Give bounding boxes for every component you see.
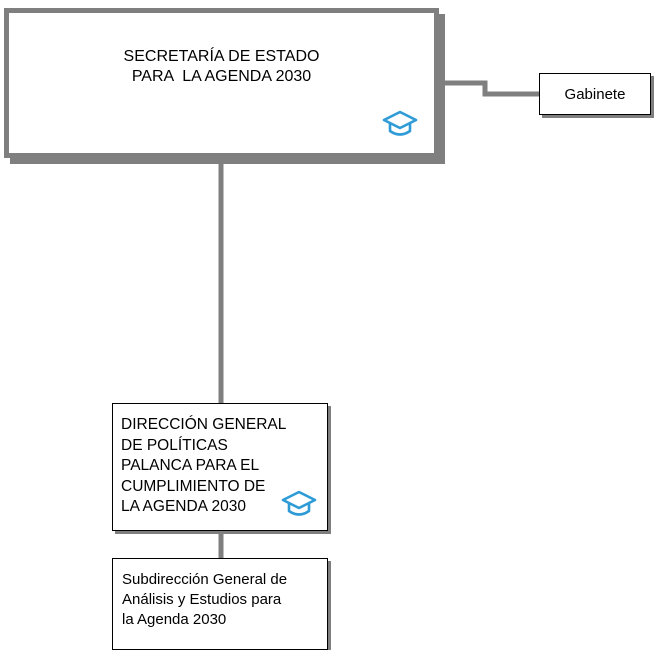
direccion-general-line5: LA AGENDA 2030 — [121, 498, 246, 515]
gabinete-label: Gabinete — [564, 86, 626, 103]
subdireccion-general-line1: Subdirección General de — [122, 571, 288, 588]
secretaria-box: SECRETARÍA DE ESTADO PARA LA AGENDA 2030 — [4, 8, 439, 158]
secretaria-title: SECRETARÍA DE ESTADO PARA LA AGENDA 2030 — [9, 47, 434, 87]
connector-secretaria-gabinete — [443, 80, 539, 97]
subdireccion-general-box: Subdirección General de Análisis y Estud… — [112, 558, 328, 650]
subdireccion-general-line2: Análisis y Estudios para — [122, 591, 282, 608]
graduation-cap-icon — [281, 490, 317, 516]
secretaria-title-line2: PARA LA AGENDA 2030 — [131, 68, 312, 85]
direccion-general-title: DIRECCIÓN GENERAL DE POLÍTICAS PALANCA P… — [121, 415, 286, 518]
direccion-general-line2: DE POLÍTICAS — [121, 436, 228, 454]
graduation-cap-icon — [382, 110, 418, 136]
direccion-general-box: DIRECCIÓN GENERAL DE POLÍTICAS PALANCA P… — [112, 403, 328, 531]
subdireccion-general-line3: la Agenda 2030 — [122, 611, 227, 628]
secretaria-title-line1: SECRETARÍA DE ESTADO — [123, 48, 320, 65]
direccion-general-line4: CUMPLIMIENTO DE — [121, 477, 266, 495]
subdireccion-general-title: Subdirección General de Análisis y Estud… — [122, 570, 287, 630]
gabinete-box: Gabinete — [539, 73, 651, 115]
direccion-general-line3: PALANCA PARA EL — [121, 457, 260, 474]
direccion-general-line1: DIRECCIÓN GENERAL — [121, 416, 287, 433]
